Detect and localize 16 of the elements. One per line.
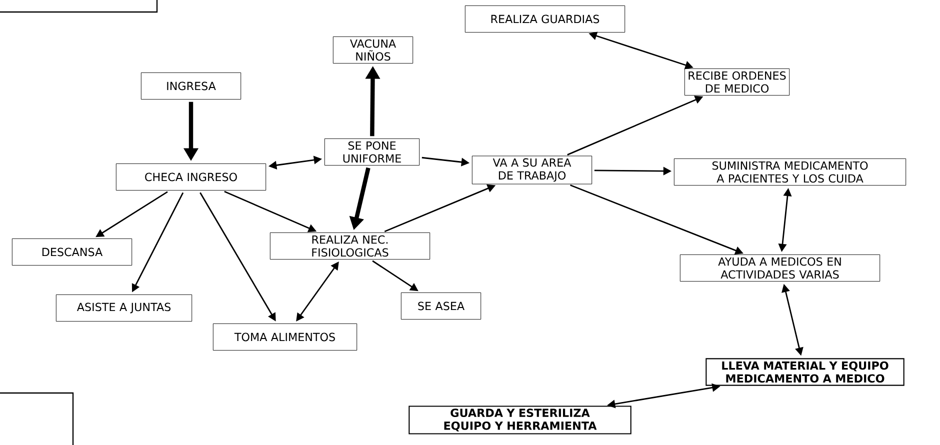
process-box: RECIBE ORDENES DE MEDICO	[684, 68, 790, 96]
process-box: SE ASEA	[400, 292, 482, 320]
process-box: GUARDA Y ESTERILIZA EQUIPO Y HERRAMIENTA	[408, 406, 632, 434]
process-box: LLEVA MATERIAL Y EQUIPO MEDICAMENTO A MEDICO	[706, 358, 904, 386]
process-box: DESCANSA	[12, 238, 132, 266]
process-box: SUMINISTRA MEDICAMENTO A PACIENTES Y LOS CUIDA	[674, 158, 906, 186]
process-box: SE PONE UNIFORME	[324, 138, 420, 166]
process-box: AYUDA A MEDICOS EN ACTIVIDADES VARIAS	[680, 254, 880, 282]
process-box: VA A SU AREA DE TRABAJO	[472, 156, 592, 184]
process-box: TOMA ALIMENTOS	[212, 323, 358, 351]
process-box: CHECA INGRESO	[116, 163, 266, 191]
process-box: VACUNA NIÑOS	[332, 36, 414, 64]
process-box: ASISTE A JUNTAS	[56, 294, 192, 322]
process-box: REALIZA NEC. FISIOLOGICAS	[270, 232, 430, 260]
process-box: INGRESA	[140, 72, 242, 100]
process-box: REALIZA GUARDIAS	[464, 5, 626, 33]
